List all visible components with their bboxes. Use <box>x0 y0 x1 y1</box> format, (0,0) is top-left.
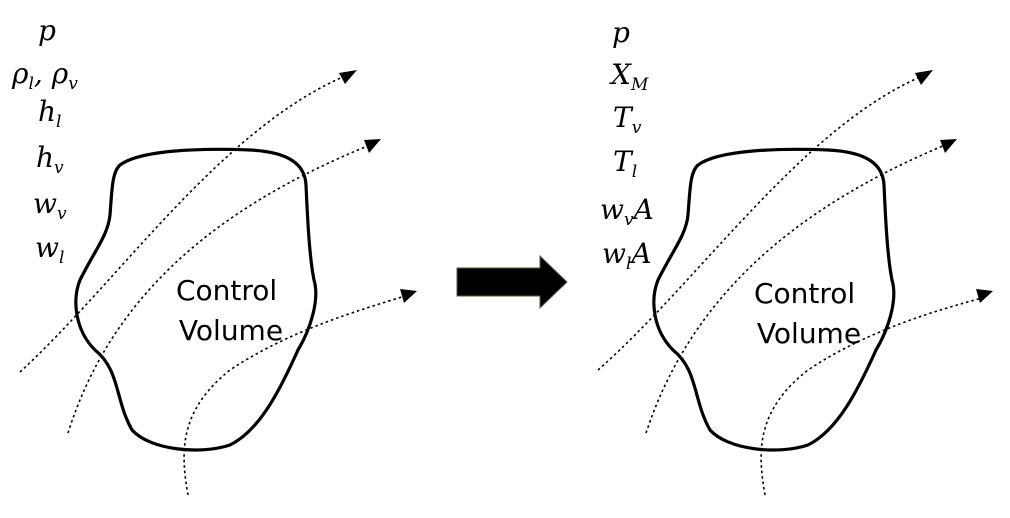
left-var-rho-l-sub: l <box>28 74 33 94</box>
left-var-wl: wl <box>35 231 64 268</box>
right-var-wla-suffix: A <box>628 237 651 270</box>
left-flow-arrowhead-1 <box>339 70 357 84</box>
right-var-tl-sub: l <box>632 162 637 182</box>
right-var-wva-sub: v <box>624 210 634 230</box>
right-var-tl-base: T <box>613 145 634 178</box>
right-var-wva-suffix: A <box>631 193 654 226</box>
left-var-wl-base: w <box>35 231 59 264</box>
right-flow-line-2 <box>645 144 946 434</box>
right-control-line-2: Volume <box>757 317 861 350</box>
left-var-p: p <box>38 14 56 47</box>
right-flow-arrowhead-3 <box>976 289 993 303</box>
left-var-rho-v-base: ρ <box>51 57 69 90</box>
right-var-tl: Tl <box>613 145 637 182</box>
left-flow-line-3 <box>183 295 406 496</box>
left-var-wv-sub: v <box>57 204 67 224</box>
left-control-line-1: Control <box>176 274 277 307</box>
right-var-p-base: p <box>612 16 630 49</box>
left-control-volume-outline <box>74 147 318 452</box>
left-var-wl-sub: l <box>59 248 64 268</box>
left-flow-arrowhead-2 <box>364 139 381 153</box>
left-var-wv-base: w <box>33 187 57 220</box>
left-flow-arrowhead-3 <box>400 289 417 303</box>
right-control-volume-label: Control Volume <box>754 277 864 350</box>
right-control-volume-outline <box>652 147 896 452</box>
right-var-wva-base: w <box>600 193 624 226</box>
right-control-line-1: Control <box>754 277 855 310</box>
right-var-tv-base: T <box>613 101 634 134</box>
right-var-wla-sub: l <box>626 254 631 274</box>
left-var-hv-sub: v <box>54 158 64 178</box>
left-flow-line-1 <box>19 75 346 373</box>
right-var-tv: Tv <box>613 101 642 138</box>
right-block-arrow-icon <box>456 254 568 310</box>
left-var-rho-sep: , <box>34 57 52 90</box>
right-var-tv-sub: v <box>632 118 642 138</box>
left-control-line-2: Volume <box>179 314 283 347</box>
left-var-hv-base: h <box>36 141 54 174</box>
right-var-xm-base: X <box>609 58 632 91</box>
left-var-hl: hl <box>38 95 61 132</box>
left-panel: Control Volume p ρl, ρv hl hv wv wl <box>11 14 417 496</box>
right-var-xm-sub: M <box>630 75 649 95</box>
left-var-wv: wv <box>33 187 67 224</box>
right-var-wva: wvA <box>600 193 654 230</box>
left-var-rho-v-sub: v <box>68 74 78 94</box>
left-var-hv: hv <box>36 141 64 178</box>
right-flow-line-3 <box>760 297 983 496</box>
right-flow-arrowhead-1 <box>915 70 933 85</box>
right-flow-arrowhead-2 <box>940 139 957 153</box>
left-var-p-base: p <box>38 14 56 47</box>
left-var-hl-sub: l <box>56 112 61 132</box>
left-var-rho-l-base: ρ <box>11 57 29 90</box>
right-var-wla: wlA <box>602 237 652 274</box>
right-var-p: p <box>612 16 630 49</box>
left-var-hl-base: h <box>38 95 56 128</box>
right-var-xm: XM <box>609 58 649 95</box>
right-var-wla-base: w <box>602 237 626 270</box>
left-flow-line-2 <box>67 144 371 434</box>
right-panel: Control Volume p XM Tv Tl wvA wlA <box>597 16 993 496</box>
left-control-volume-label: Control Volume <box>176 274 286 347</box>
left-var-rho: ρl, ρv <box>11 57 78 94</box>
